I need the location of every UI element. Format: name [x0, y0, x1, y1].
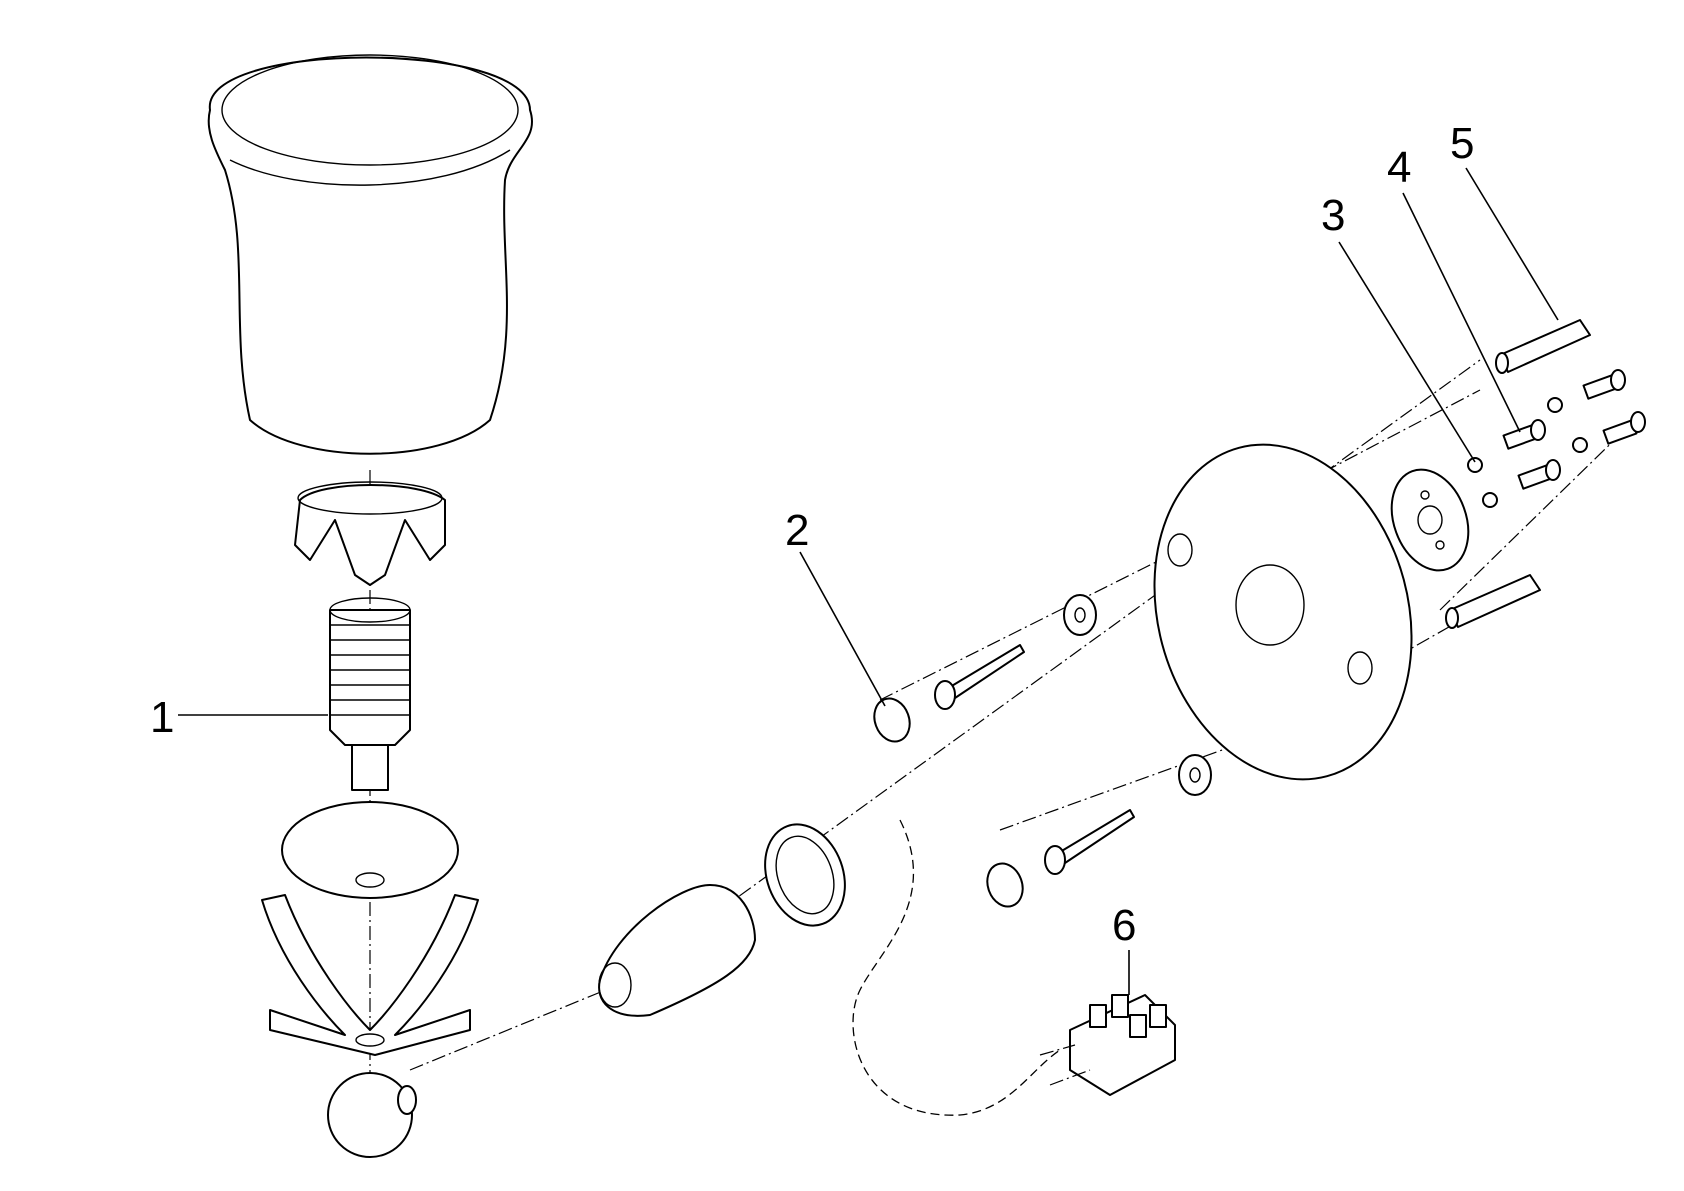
- spacer-upper: [1063, 594, 1097, 636]
- cord-grip-cone: [598, 884, 756, 1017]
- wall-plug-lower: [1445, 574, 1541, 629]
- leader-4: [1402, 192, 1521, 433]
- wall-plug-upper: [1495, 319, 1591, 374]
- callout-2: 2: [785, 506, 809, 555]
- lock-washer-3: [1547, 397, 1563, 413]
- leader-2: [799, 551, 886, 707]
- power-cable: [852, 819, 1061, 1116]
- leader-3: [1338, 241, 1476, 463]
- callout-1: 1: [150, 693, 174, 742]
- cover-cap-lower: [986, 862, 1024, 908]
- base-plate-disc: [281, 801, 459, 899]
- support-arms: [261, 894, 479, 1056]
- wall-plate: [1153, 443, 1413, 781]
- glass-shade: [207, 54, 533, 455]
- shade-clip: [294, 481, 446, 586]
- machine-screw-2: [1517, 459, 1561, 490]
- machine-screw-3: [1582, 369, 1626, 400]
- callout-3: 3: [1321, 191, 1345, 240]
- callout-6: 6: [1112, 901, 1136, 950]
- callout-4: 4: [1387, 143, 1411, 192]
- leader-5: [1465, 167, 1559, 321]
- spacer-lower: [1178, 754, 1212, 796]
- callout-5: 5: [1450, 119, 1474, 168]
- ball-knob: [327, 1072, 417, 1158]
- machine-screw-1: [1502, 419, 1546, 450]
- lock-washer-4: [1572, 437, 1588, 453]
- cover-cap-upper: [873, 697, 911, 743]
- assembly-axes: [369, 359, 1641, 1080]
- wood-screw-lower: [1044, 809, 1135, 875]
- machine-screw-4: [1602, 411, 1646, 445]
- lock-washer-1: [1467, 457, 1483, 473]
- terminal-block: [1039, 994, 1176, 1096]
- wood-screw-upper: [934, 644, 1025, 710]
- threaded-socket: [329, 597, 411, 791]
- mounting-flange: [1390, 468, 1470, 572]
- lock-washer-2: [1482, 492, 1498, 508]
- sealing-ring: [764, 823, 846, 927]
